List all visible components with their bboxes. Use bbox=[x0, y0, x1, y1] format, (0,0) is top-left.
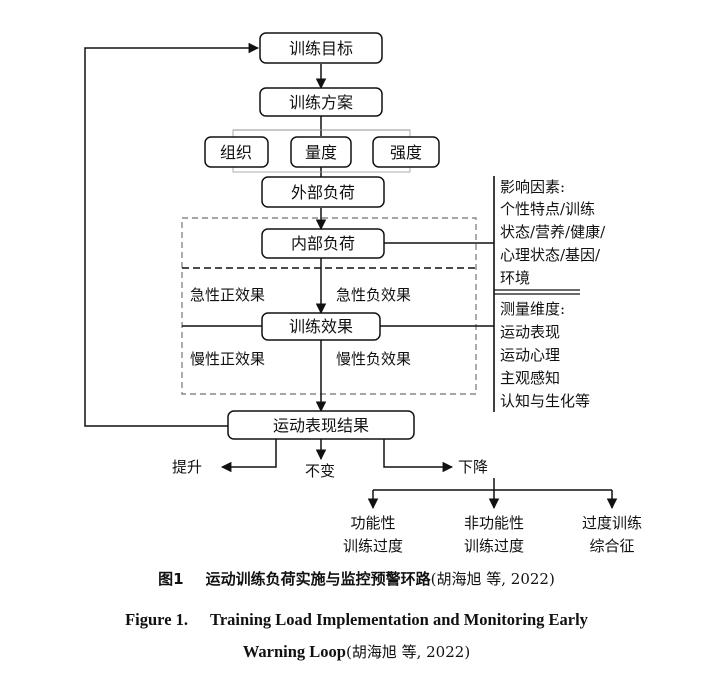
svg-text:心理状态/基因/: 心理状态/基因/ bbox=[500, 246, 601, 264]
node-internal-load: 内部负荷 bbox=[261, 228, 385, 259]
svg-text:训练目标: 训练目标 bbox=[289, 39, 353, 58]
svg-text:训练过度: 训练过度 bbox=[343, 537, 403, 555]
decline-arrow bbox=[383, 439, 454, 473]
decline-branch-1: 功能性 训练过度 bbox=[343, 514, 403, 555]
svg-text:量度: 量度 bbox=[305, 143, 337, 162]
caption-en-ref: (胡海旭 等, 2022) bbox=[345, 643, 471, 661]
label-acute-negative: 急性负效果 bbox=[336, 286, 411, 304]
svg-text:认知与生化等: 认知与生化等 bbox=[500, 392, 590, 410]
improve-arrow bbox=[220, 439, 277, 473]
svg-text:外部负荷: 外部负荷 bbox=[291, 183, 355, 202]
svg-text:运动表现: 运动表现 bbox=[500, 323, 560, 341]
label-decline: 下降 bbox=[458, 458, 488, 476]
dashed-region bbox=[181, 217, 477, 395]
node-volume: 量度 bbox=[290, 136, 352, 168]
node-intensity: 强度 bbox=[372, 136, 440, 168]
caption-english: Figure 1. Training Load Implementation an… bbox=[0, 604, 713, 668]
label-chronic-positive: 慢性正效果 bbox=[190, 350, 265, 368]
node-training-effect: 训练效果 bbox=[261, 312, 381, 341]
label-chronic-negative: 慢性负效果 bbox=[336, 350, 411, 368]
svg-text:训练效果: 训练效果 bbox=[289, 317, 353, 336]
feedback-loop-arrow bbox=[84, 42, 260, 427]
svg-text:主观感知: 主观感知 bbox=[500, 369, 560, 387]
caption-chinese: 图1 运动训练负荷实施与监控预警环路(胡海旭 等, 2022) bbox=[0, 568, 713, 589]
caption-en-title-line1: Training Load Implementation and Monitor… bbox=[210, 610, 588, 629]
factors-block: 影响因素: 个性特点/训练 状态/营养/健康/ 心理状态/基因/ 环境 bbox=[500, 178, 606, 287]
svg-text:环境: 环境 bbox=[500, 269, 530, 287]
node-external-load: 外部负荷 bbox=[261, 176, 385, 208]
node-result: 运动表现结果 bbox=[227, 410, 415, 440]
svg-text:运动表现结果: 运动表现结果 bbox=[273, 416, 369, 435]
decline-branch-2: 非功能性 训练过度 bbox=[464, 514, 524, 555]
svg-text:综合征: 综合征 bbox=[589, 537, 634, 555]
flow-diagram: 训练目标 训练方案 组织 量度 强度 外部负荷 内部负荷 bbox=[84, 32, 642, 555]
svg-text:个性特点/训练: 个性特点/训练 bbox=[500, 200, 595, 218]
svg-text:内部负荷: 内部负荷 bbox=[291, 234, 355, 253]
svg-text:强度: 强度 bbox=[390, 143, 422, 162]
label-unchanged: 不变 bbox=[305, 462, 335, 480]
node-plan: 训练方案 bbox=[259, 87, 383, 117]
svg-text:组织: 组织 bbox=[220, 143, 252, 162]
caption-en-title-line2: Warning Loop bbox=[242, 642, 346, 661]
caption-cn-title: 运动训练负荷实施与监控预警环路 bbox=[205, 570, 431, 588]
measures-block: 测量维度: 运动表现 运动心理 主观感知 认知与生化等 bbox=[500, 300, 590, 410]
svg-text:过度训练: 过度训练 bbox=[582, 514, 642, 532]
label-acute-positive: 急性正效果 bbox=[190, 286, 265, 304]
decline-branch-3: 过度训练 综合征 bbox=[582, 514, 642, 555]
node-goal: 训练目标 bbox=[259, 32, 383, 64]
svg-text:影响因素:: 影响因素: bbox=[500, 178, 565, 196]
svg-text:训练过度: 训练过度 bbox=[464, 537, 524, 555]
caption-cn-ref: (胡海旭 等, 2022) bbox=[430, 570, 555, 588]
svg-text:训练方案: 训练方案 bbox=[289, 93, 353, 112]
node-organize: 组织 bbox=[204, 136, 269, 168]
svg-text:运动心理: 运动心理 bbox=[500, 346, 560, 364]
svg-text:测量维度:: 测量维度: bbox=[500, 300, 565, 318]
svg-text:功能性: 功能性 bbox=[350, 514, 395, 532]
caption-cn-label: 图1 bbox=[158, 570, 184, 588]
label-improve: 提升 bbox=[172, 458, 202, 476]
svg-text:非功能性: 非功能性 bbox=[464, 514, 524, 532]
caption-en-label: Figure 1. bbox=[125, 610, 189, 629]
svg-text:状态/营养/健康/: 状态/营养/健康/ bbox=[500, 223, 606, 241]
